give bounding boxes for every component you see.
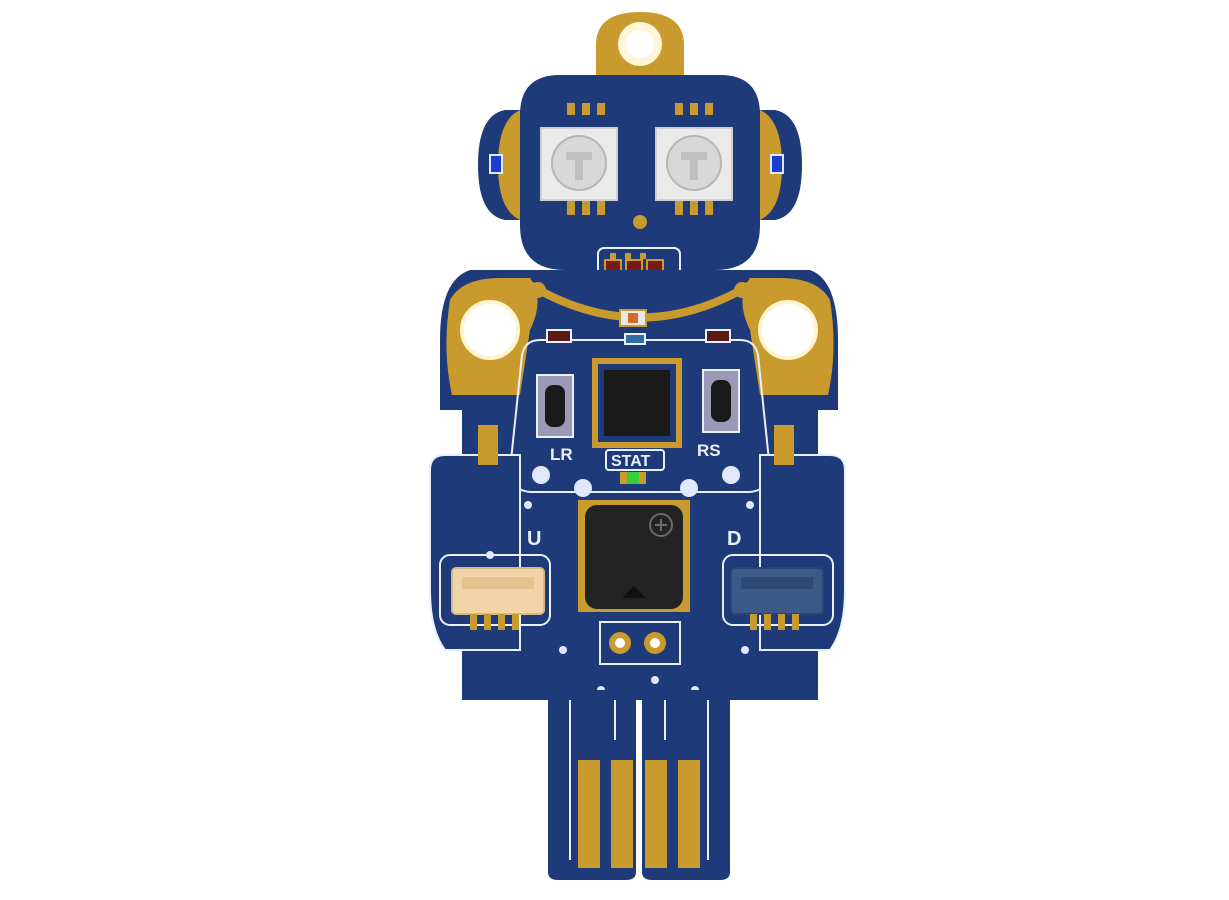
left-connector-u[interactable] bbox=[439, 554, 551, 630]
right-button-rs[interactable]: RS bbox=[697, 369, 740, 460]
usb-legs bbox=[548, 690, 730, 880]
left-button-label: LR bbox=[550, 445, 573, 464]
right-connector-d[interactable] bbox=[722, 554, 834, 630]
left-eye-rgb-led bbox=[540, 127, 618, 201]
right-shoulder-hole bbox=[758, 300, 818, 360]
buzzer-icon bbox=[649, 513, 673, 537]
status-led-label: STAT bbox=[611, 453, 651, 470]
two-pin-header bbox=[599, 621, 681, 665]
right-ear-led bbox=[770, 154, 784, 174]
buzzer bbox=[578, 500, 690, 612]
hang-tab bbox=[596, 12, 684, 85]
microcontroller-chip bbox=[592, 358, 682, 448]
robot-head bbox=[478, 75, 802, 289]
right-button-label: RS bbox=[697, 441, 721, 460]
status-led: STAT bbox=[605, 449, 665, 484]
right-connector-label: D bbox=[727, 528, 741, 550]
right-eye-rgb-led bbox=[655, 127, 733, 201]
usb-contacts bbox=[578, 760, 700, 868]
left-shoulder-hole bbox=[460, 300, 520, 360]
left-ear-led bbox=[489, 154, 503, 174]
robot-body: LR RS STAT bbox=[429, 270, 846, 700]
left-button-lr[interactable]: LR bbox=[536, 374, 574, 464]
left-connector-label: U bbox=[527, 528, 541, 550]
